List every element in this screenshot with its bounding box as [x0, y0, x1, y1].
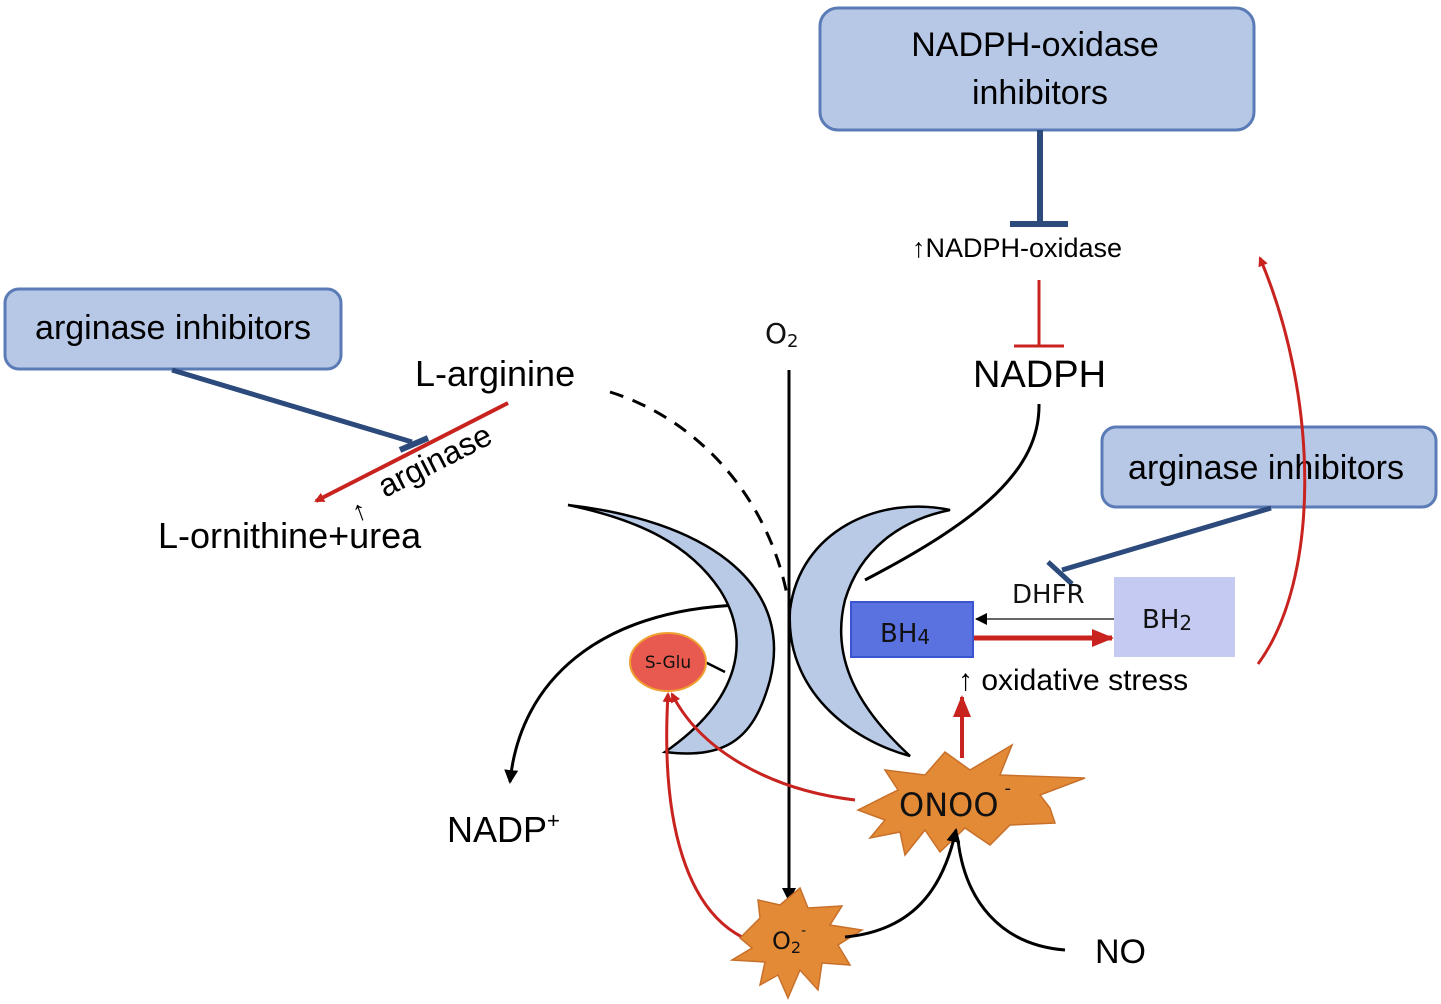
superoxide-burst: O2- — [729, 886, 865, 1000]
inhibit-dhfr-edge — [1046, 505, 1272, 586]
peroxynitrite-burst: ONOO- — [856, 743, 1086, 857]
bh2-box: BH2 — [1114, 577, 1235, 657]
nadph-label: NADPH — [973, 354, 1106, 396]
inhibit-arginase-edge — [171, 367, 430, 453]
nadph-oxidase-label: ↑NADPH-oxidase — [912, 233, 1122, 263]
arginase-reaction-arrow — [314, 401, 509, 503]
superoxide-to-sglu-arrow — [662, 692, 743, 939]
o2-label: O2 — [765, 317, 799, 352]
nadph-oxidase-inhibitors-box: NADPH-oxidase inhibitors — [818, 6, 1256, 132]
l-ornithine-urea-label: L-ornithine+urea — [158, 515, 422, 556]
arginase-inhibitors-right-label: arginase inhibitors — [1128, 449, 1404, 487]
nadph-oxidase-to-nadph-edge — [1014, 280, 1064, 348]
arginase-inhibitors-left-label: arginase inhibitors — [35, 309, 311, 347]
oxidative-stress-label: ↑ oxidative stress — [958, 664, 1188, 697]
no-label: NO — [1095, 933, 1146, 971]
inhibit-nadph-oxidase-edge — [1010, 130, 1068, 227]
oxidative-stress-feedback-arrow — [1256, 256, 1307, 665]
enos-monomer-right — [788, 505, 951, 758]
s-glutathionylation-node: S-Glu — [629, 632, 707, 692]
l-arginine-label: L-arginine — [415, 353, 575, 394]
o2-radical-label: O2- — [772, 923, 806, 957]
bh4-label: BH4 — [880, 619, 930, 649]
no-to-peroxynitrite-edge — [956, 839, 1066, 952]
onoo-label: ONOO- — [899, 778, 1011, 824]
nadp-plus-label: NADP+ — [447, 808, 560, 850]
sglu-label: S-Glu — [645, 653, 691, 673]
arginase-inhibitors-left-box: arginase inhibitors — [3, 287, 343, 371]
arginase-inhibitors-right-box: arginase inhibitors — [1100, 425, 1438, 509]
dhfr-label: DHFR — [1012, 580, 1085, 610]
enos-monomer-left — [567, 503, 776, 755]
sglu-link — [704, 660, 726, 674]
arginase-label: arginase — [372, 416, 498, 504]
superoxide-to-peroxynitrite-arrow — [844, 828, 961, 939]
nadph-oxidase-inhibitors-line2: inhibitors — [972, 74, 1108, 112]
bh4-box: BH4 — [850, 601, 974, 658]
bh2-label: BH2 — [1142, 605, 1192, 635]
peroxynitrite-to-sglu-arrow — [670, 692, 856, 802]
l-arginine-binding-dashed — [609, 390, 790, 601]
nadph-to-nadp-arrow — [504, 603, 741, 784]
nadph-to-enzyme-edge — [864, 403, 1041, 582]
nadph-oxidase-inhibitors-line1: NADPH-oxidase — [911, 26, 1159, 64]
